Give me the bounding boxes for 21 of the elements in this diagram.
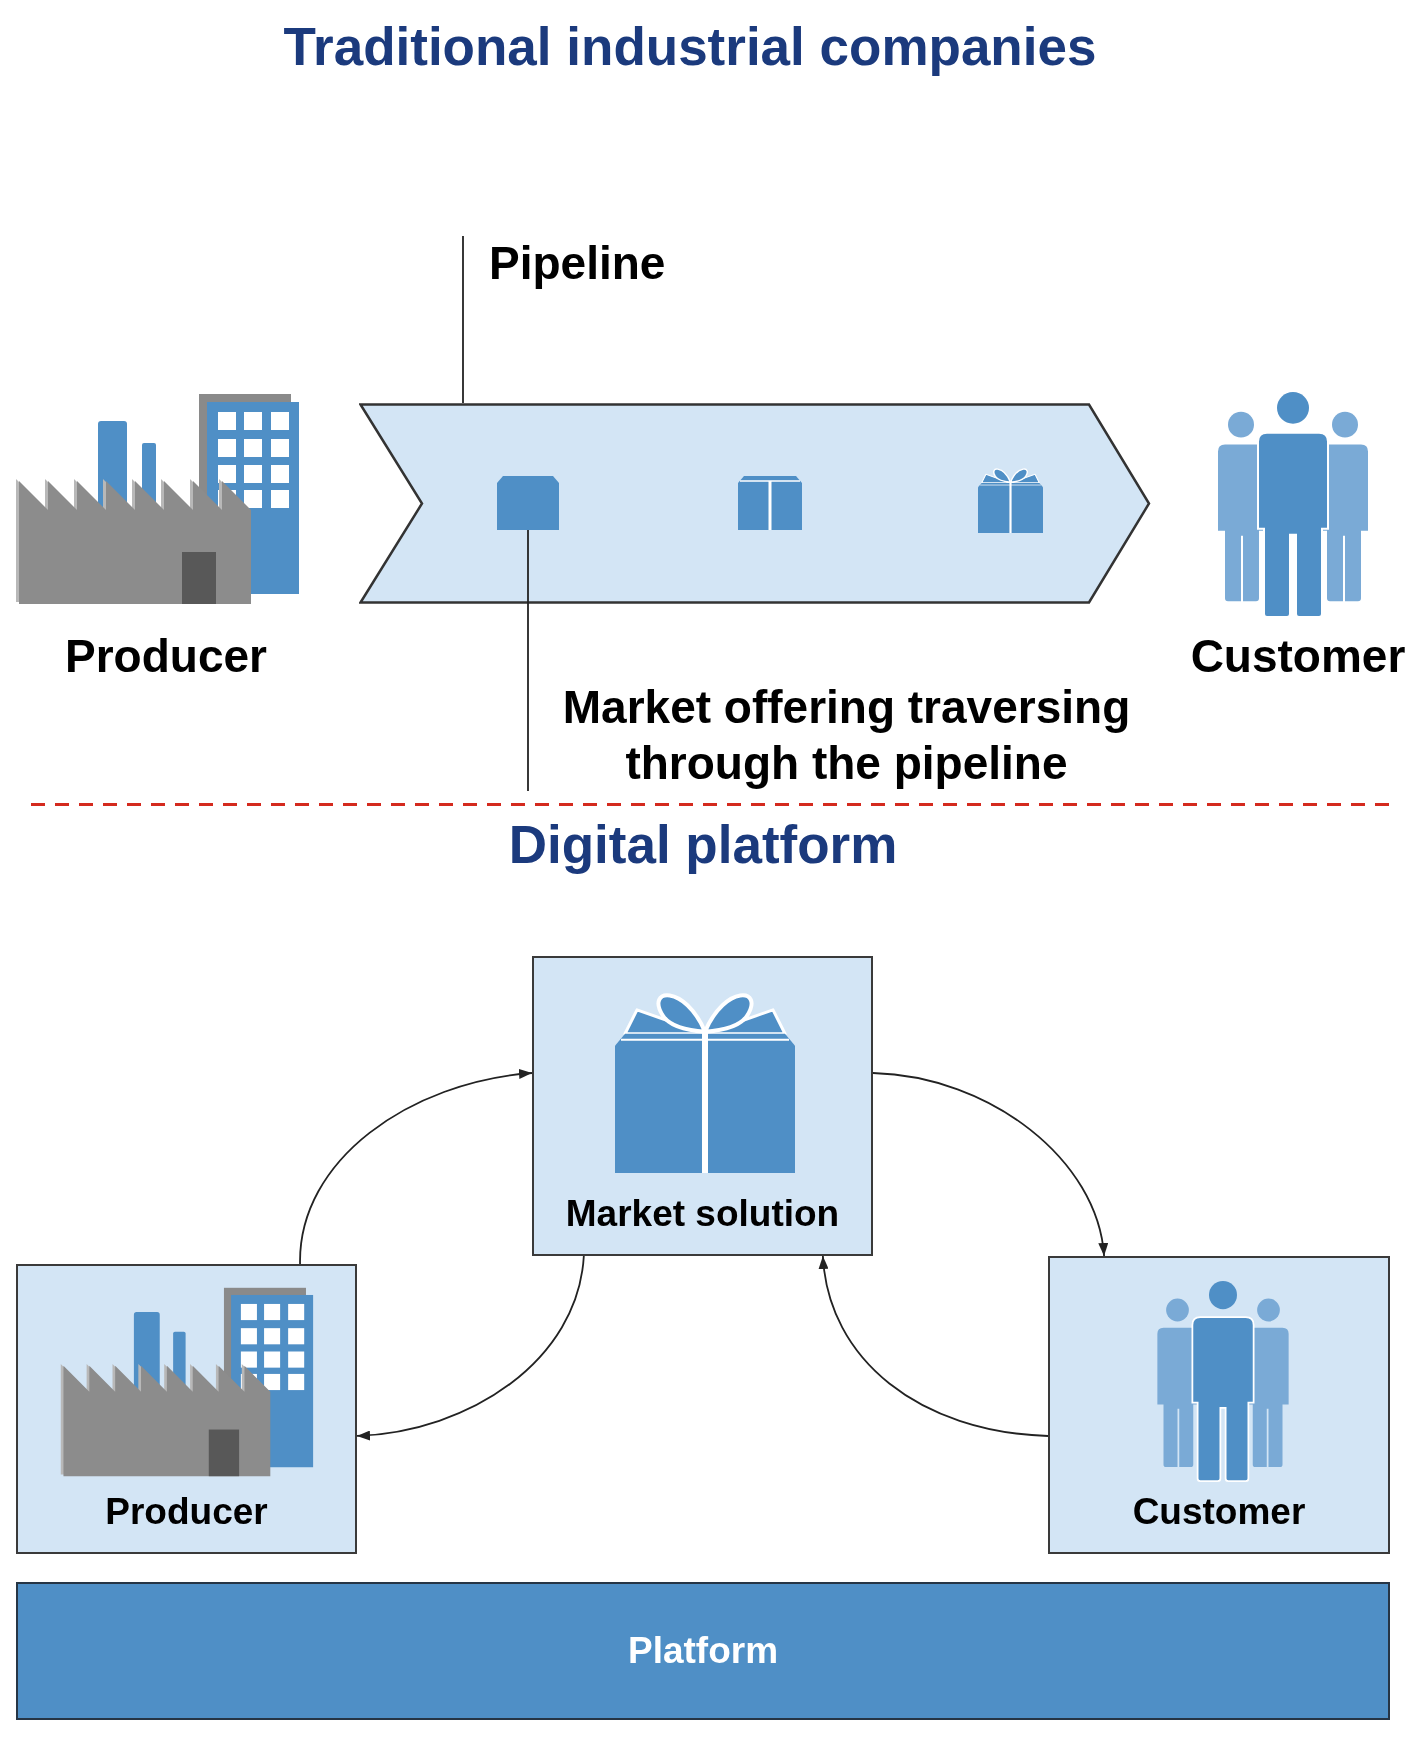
leader-line [462, 235, 464, 404]
box-label: Customer [1132, 1490, 1306, 1534]
pipeline-chevron [359, 403, 1152, 604]
node-box [532, 956, 873, 1256]
section-heading: Digital platform [508, 814, 898, 876]
platform-bar: Platform [16, 1582, 1390, 1720]
leader-label: Pipeline [463, 236, 666, 290]
node-box [1048, 1256, 1390, 1554]
leader-label: Market offering traversing through the pipeline [528, 679, 1140, 791]
arrow [356, 1255, 585, 1440]
illustration-label: Producer [65, 629, 267, 683]
node-box [16, 1264, 357, 1554]
arrow [872, 1072, 1108, 1257]
arrow [819, 1255, 1049, 1437]
leader-line [527, 529, 529, 792]
box-label: Market solution [565, 1192, 840, 1236]
section-heading: Traditional industrial companies [283, 16, 1097, 78]
arrow [299, 1069, 533, 1265]
package-icon [497, 476, 559, 530]
illustration-label: Customer [1190, 629, 1406, 683]
box-label: Producer [105, 1490, 268, 1534]
